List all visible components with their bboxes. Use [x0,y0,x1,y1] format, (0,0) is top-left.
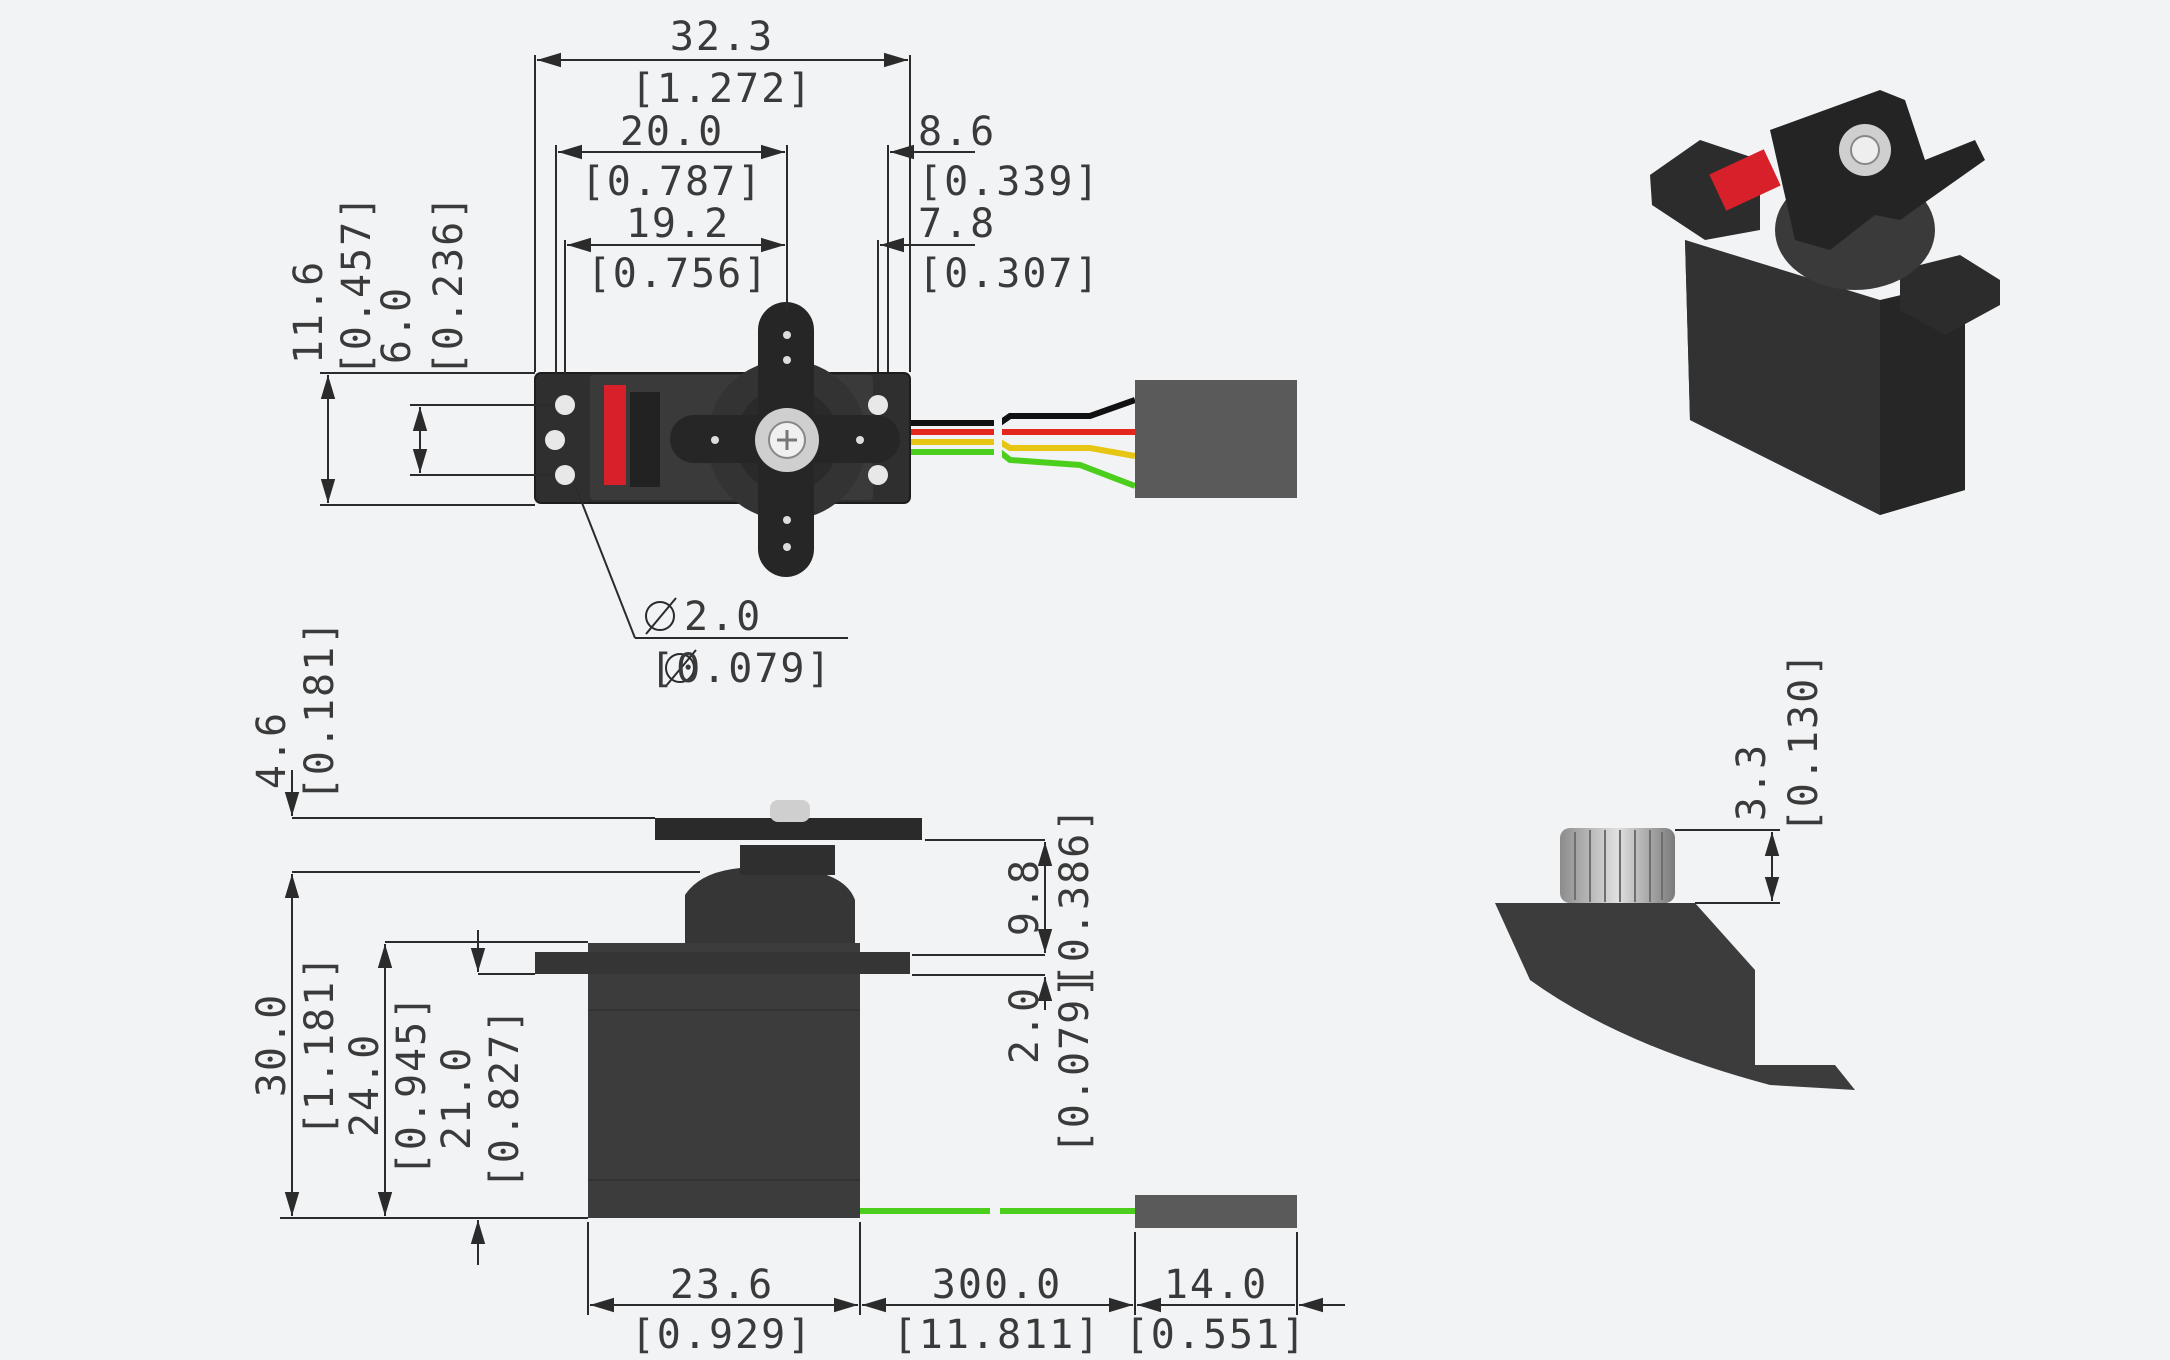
dim-tab-thickness-in: [0.079] [1052,972,1098,1155]
dim-tab-thickness-mm: 2.0 [1002,986,1048,1064]
servo-side-view-icon [535,800,1297,1228]
dim-top-to-tab-in: [0.386] [1052,806,1098,989]
dim-shaft-offset-b-in: [0.307] [918,251,1101,297]
connector-side [1135,1195,1297,1228]
dim-hole-span-mm: 20.0 [620,109,724,155]
dim-shaft-offset-b-mm: 7.8 [918,201,996,247]
dim-spline-height-in: [0.130] [1781,651,1827,834]
dim-body-width-in: [0.756] [587,251,770,297]
dim-tab-height-in: [0.457] [334,194,380,377]
dim-body-length-mm: 23.6 [670,1262,774,1308]
dim-tab-height-mm: 11.6 [286,260,332,364]
dim-wire-length-in: [11.811] [893,1312,1102,1358]
dim-overall-width-mm: 32.3 [670,14,774,60]
dim-hole-dia-in: [0.079] [650,646,833,692]
dim-connector-length-mm: 14.0 [1164,1262,1268,1308]
dim-hole-dia-mm: 2.0 [684,594,762,640]
servo-top-view-icon [534,302,1297,577]
diameter-symbol-icon [645,597,697,687]
dim-hole-span-in: [0.787] [581,159,764,205]
side-view-dimensions [280,770,1345,1315]
dim-tab-level-mm: 21.0 [434,1046,480,1150]
dim-body-width-mm: 19.2 [626,201,730,247]
dim-total-height-in: [1.181] [297,954,343,1137]
top-view-dimensions [320,52,975,639]
servo-isometric-icon [1650,90,2000,515]
output-spline-detail-icon: 3.3 [0.130] [1495,651,1855,1090]
dim-hole-pitch-in: [0.236] [426,194,472,377]
dim-horn-height-in: [0.181] [297,619,343,802]
dim-case-height-mm: 24.0 [342,1033,388,1137]
dim-overall-width-in: [1.272] [631,66,814,112]
dim-body-length-in: [0.929] [631,1312,814,1358]
dim-case-height-in: [0.945] [389,994,435,1177]
dim-spline-height-mm: 3.3 [1729,743,1775,821]
dim-total-height-mm: 30.0 [249,993,295,1097]
dim-hole-pitch-mm: 6.0 [374,286,420,364]
dim-wire-length-mm: 300.0 [932,1262,1062,1308]
dim-shaft-offset-a-in: [0.339] [918,159,1101,205]
dim-horn-height-mm: 4.6 [249,711,295,789]
dim-tab-level-in: [0.827] [482,1007,528,1190]
connector-top [1135,380,1297,498]
dim-top-to-tab-mm: 9.8 [1002,858,1048,936]
dim-connector-length-in: [0.551] [1125,1312,1308,1358]
dim-shaft-offset-a-mm: 8.6 [918,109,996,155]
